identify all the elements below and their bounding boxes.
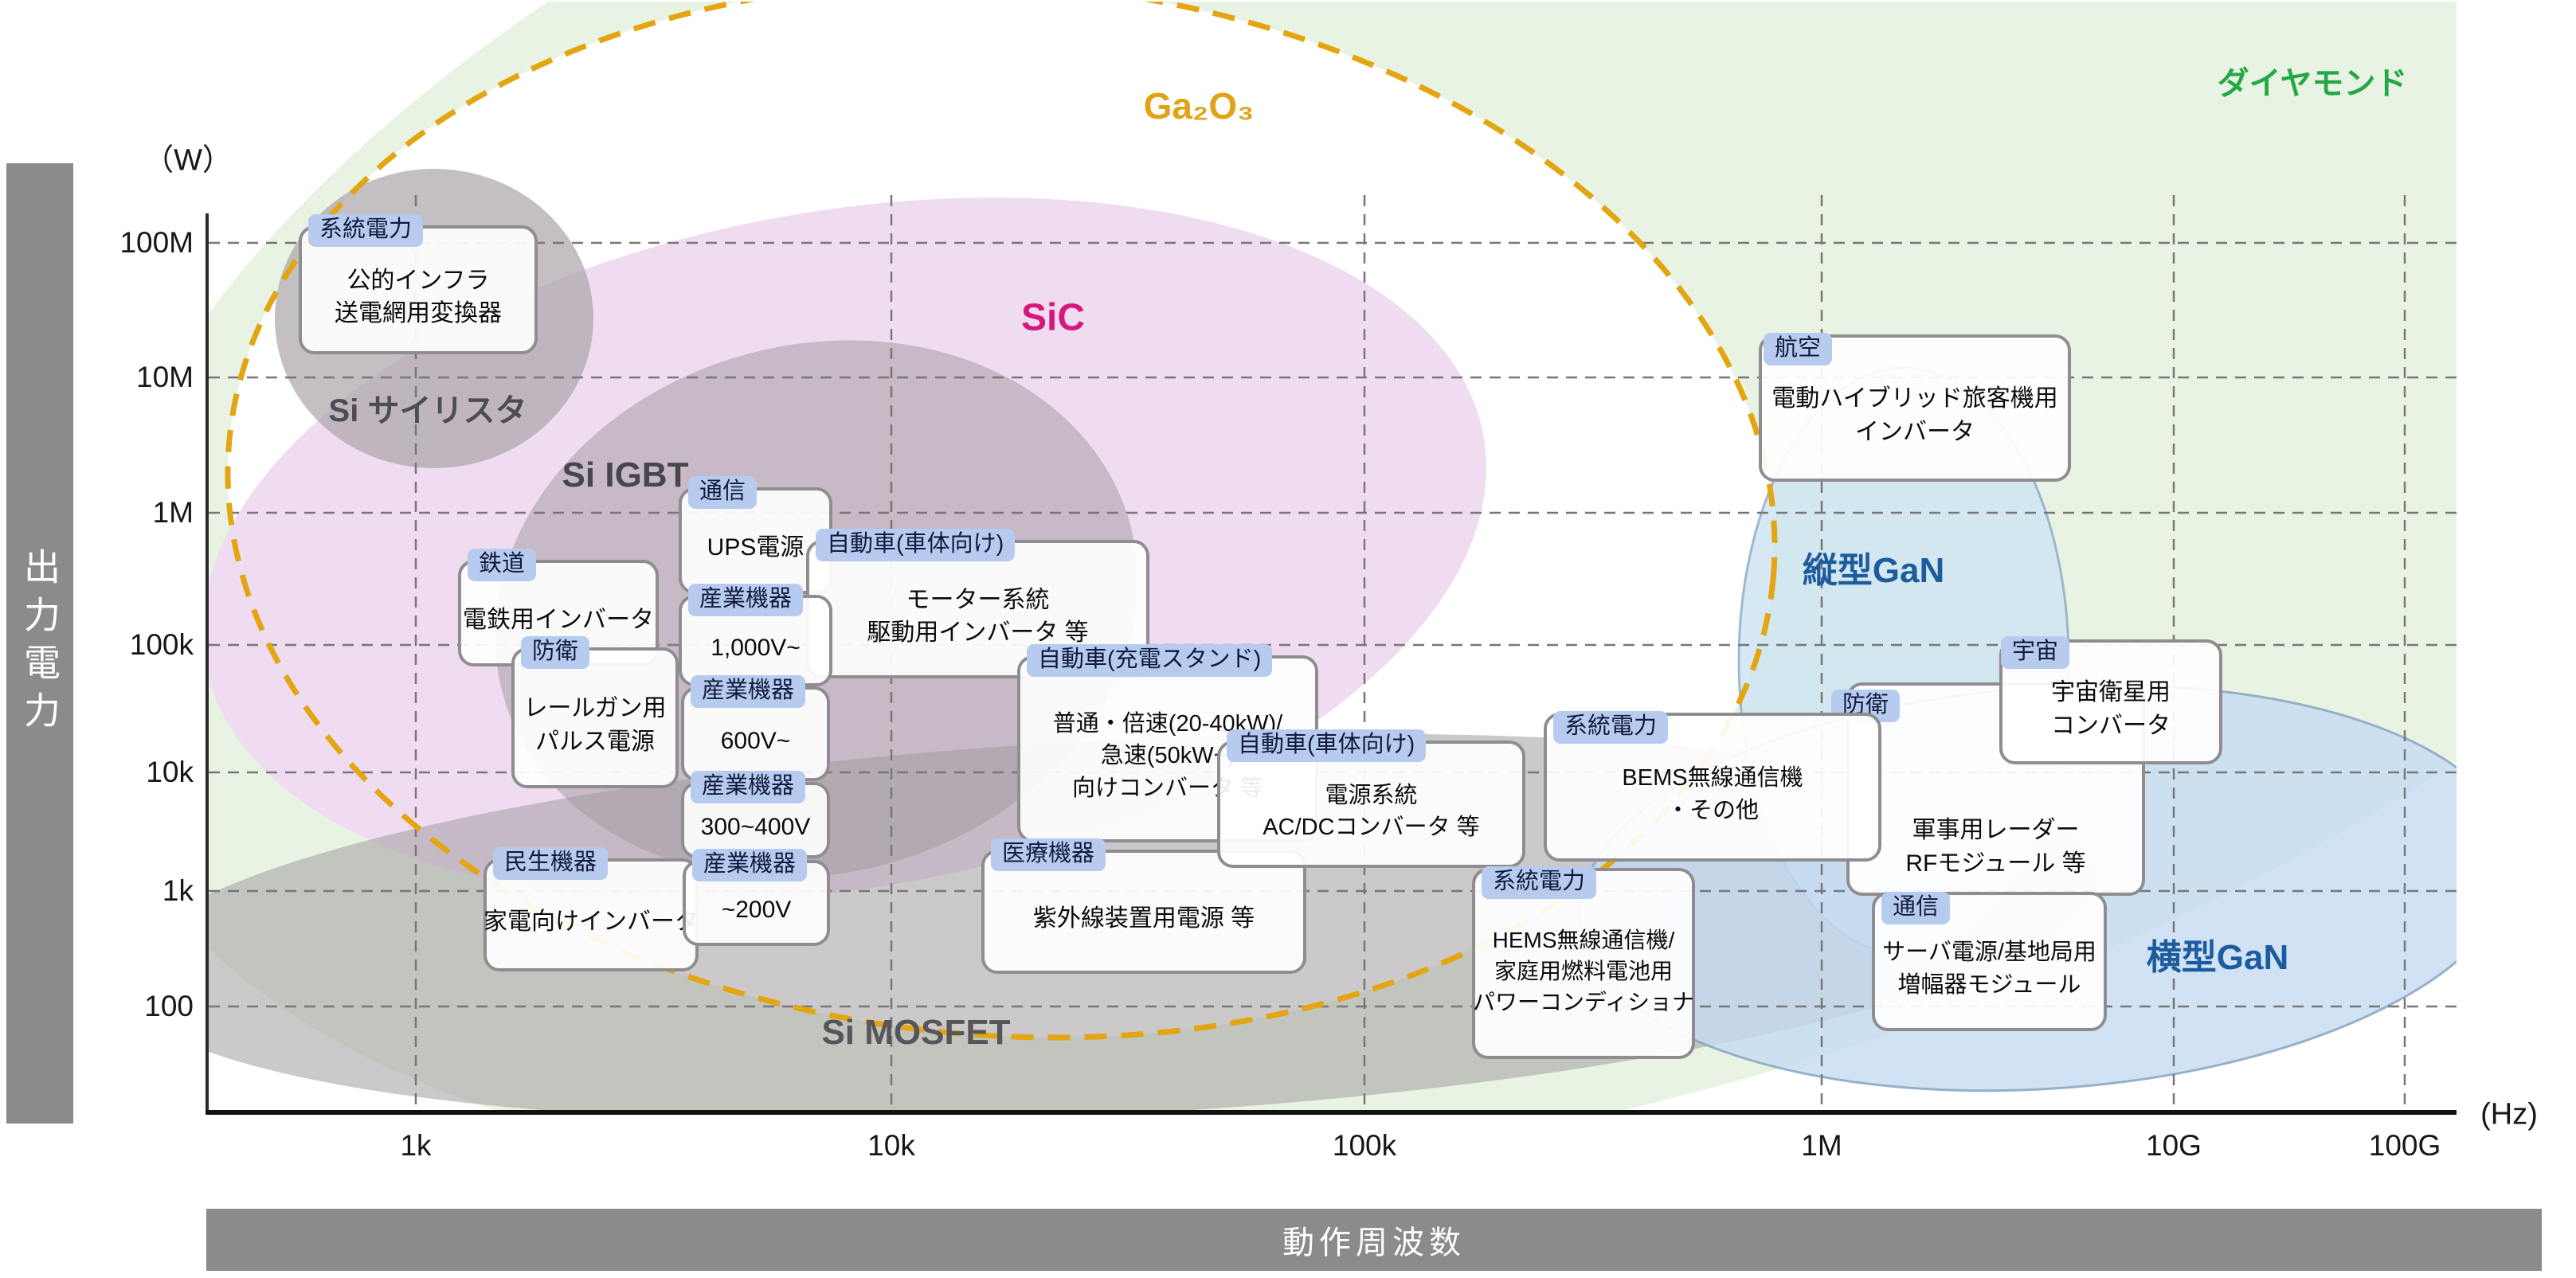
callout-line: 家庭用燃料電池用 — [1494, 958, 1673, 983]
region-label-sic: SiC — [1020, 296, 1086, 339]
callout-telecom-ups: 通信 UPS電源 — [679, 476, 832, 594]
callout-tag-medical: 医療機器 — [991, 838, 1106, 871]
callout-telecom-server: 通信サーバ電源/基地局用増幅器モジュール — [1872, 892, 2107, 1031]
callout-tag-space: 宇宙 — [2001, 636, 2070, 669]
callout-aviation: 航空電動ハイブリッド旅客機用インバータ — [1759, 333, 2071, 482]
callout-line: ・その他 — [1666, 797, 1759, 823]
callout-tag-aviation: 航空 — [1764, 333, 1833, 365]
callout-line: コンバータ — [2051, 712, 2171, 739]
callout-industrial-600v: 産業機器 600V~ — [681, 675, 830, 781]
x-axis-title: 動作周波数 — [1282, 1225, 1466, 1260]
region-label-gan-vertical: 縦型GaN — [1802, 551, 1945, 590]
x-tick-1k: 1k — [400, 1129, 432, 1162]
callout-industrial-1000v: 産業機器 1,000V~ — [679, 584, 832, 686]
y-axis-title-bar: 出力電力 — [6, 163, 73, 1124]
callout-tag-consumer: 民生機器 — [493, 847, 609, 880]
x-axis-unit: (Hz) — [2480, 1097, 2538, 1131]
callout-line: BEMS無線通信機 — [1622, 765, 1803, 791]
callout-line: AC/DCコンバータ 等 — [1263, 815, 1480, 840]
region-label-si-thyristor: Si サイリスタ — [328, 393, 527, 428]
callout-tag-telecom-server: 通信 — [1881, 892, 1951, 924]
callout-line: 駆動用インバータ 等 — [867, 619, 1089, 646]
callout-tag-auto-body-power: 自動車(車体向け) — [1227, 729, 1427, 762]
callout-industrial-300-400v: 産業機器 300~400V — [681, 771, 830, 858]
callout-tag-industrial-200v: 産業機器 — [692, 849, 808, 881]
region-label-diamond: ダイヤモンド — [2217, 66, 2408, 101]
callout-line: パルス電源 — [535, 728, 655, 755]
callout-line: 家電向けインバータ — [483, 909, 699, 936]
axes-lines — [206, 213, 2457, 1115]
callout-tag-auto-charging: 自動車(充電スタンド) — [1027, 644, 1273, 677]
callout-grid-power-infra: 系統電力公的インフラ送電網用変換器 — [299, 214, 538, 354]
callout-tag-industrial-600v: 産業機器 — [691, 675, 806, 708]
region-label-si-mosfet: Si MOSFET — [821, 1013, 1011, 1052]
region-label-si-igbt: Si IGBT — [562, 455, 689, 494]
callout-line: 紫外線装置用電源 等 — [1032, 905, 1255, 932]
callout-line: 宇宙衛星用 — [2051, 679, 2171, 705]
callout-tag-grid-bems: 系統電力 — [1553, 711, 1669, 744]
region-label-gan-lateral: 横型GaN — [2146, 938, 2289, 977]
callout-space: 宇宙宇宙衛星用コンバータ — [1999, 636, 2222, 764]
callout-tag-defense-railgun: 防衛 — [521, 636, 590, 669]
callout-line: 電動ハイブリッド旅客機用 — [1771, 385, 2058, 412]
callout-line: サーバ電源/基地局用 — [1882, 940, 2096, 966]
callout-tag-industrial-1000v: 産業機器 — [688, 584, 804, 616]
y-tick-100k: 100k — [129, 628, 194, 661]
callout-line: インバータ — [1855, 418, 1975, 445]
callout-tag-railway: 鉄道 — [468, 549, 537, 581]
x-tick-100k: 100k — [1332, 1129, 1397, 1162]
callout-tag-grid-hems: 系統電力 — [1482, 866, 1597, 899]
y-tick-100: 100 — [144, 990, 194, 1022]
region-label-ga2o3: Ga₂O₃ — [1143, 85, 1255, 127]
callout-auto-body-power: 自動車(車体向け) 電源系統 AC/DCコンバータ 等 — [1217, 729, 1525, 868]
x-tick-1M: 1M — [1801, 1129, 1842, 1162]
callout-tag-telecom-ups: 通信 — [688, 476, 758, 509]
callout-line: 送電網用変換器 — [335, 300, 502, 326]
callout-line: UPS電源 — [707, 534, 805, 561]
region-ga2o3-dashed-border — [225, 2, 1778, 1041]
callout-line: HEMS無線通信機/ — [1492, 927, 1675, 952]
x-tick-10G: 10G — [2146, 1129, 2202, 1162]
callout-defense-railgun: 防衛レールガン用パルス電源 — [511, 636, 679, 788]
callout-line: 300~400V — [700, 814, 811, 841]
callout-line: 急速(50kW~) — [1100, 743, 1235, 769]
callout-line: RFモジュール 等 — [1905, 850, 2086, 877]
y-tick-1M: 1M — [152, 496, 194, 529]
callout-tag-grid-power-infra: 系統電力 — [308, 214, 424, 247]
callout-medical: 医療機器紫外線装置用電源 等 — [981, 838, 1306, 974]
callout-line: 1,000V~ — [711, 634, 801, 661]
callout-line: 公的インフラ — [346, 267, 490, 294]
callout-line: パワーコンディショナ — [1472, 989, 1695, 1014]
callout-line: 電源系統 — [1325, 782, 1418, 808]
callout-line: 軍事用レーダー — [1912, 817, 2080, 843]
callout-tag-auto-body-motor: 自動車(車体向け) — [816, 529, 1016, 561]
y-tick-10k: 10k — [146, 756, 194, 788]
callout-line: ~200V — [721, 897, 792, 924]
callout-line: 電鉄用インバータ — [463, 607, 654, 634]
x-axis-title-bar: 動作周波数 — [206, 1209, 2542, 1271]
callout-grid-hems: 系統電力 HEMS無線通信機/家庭用燃料電池用パワーコンディショナ — [1472, 866, 1695, 1059]
x-tick-10k: 10k — [867, 1129, 915, 1162]
callout-tag-industrial-300-400v: 産業機器 — [691, 771, 806, 803]
callout-industrial-200v: 産業機器 ~200V — [683, 849, 830, 946]
y-axis-unit: （W） — [143, 143, 233, 178]
callout-consumer: 民生機器家電向けインバータ — [483, 847, 699, 971]
y-tick-1k: 1k — [162, 874, 194, 907]
y-axis-title: 出力電力 — [19, 548, 61, 739]
y-tick-10M: 10M — [136, 361, 194, 393]
callout-line: モーター系統 — [906, 586, 1050, 613]
callout-line: 600V~ — [720, 727, 791, 754]
x-tick-100G: 100G — [2368, 1129, 2441, 1162]
y-tick-100M: 100M — [119, 226, 194, 259]
callout-grid-bems: 系統電力 BEMS無線通信機・その他 — [1544, 711, 1881, 862]
callout-line: 増幅器モジュール — [1897, 971, 2081, 998]
callout-line: レールガン用 — [523, 695, 667, 721]
